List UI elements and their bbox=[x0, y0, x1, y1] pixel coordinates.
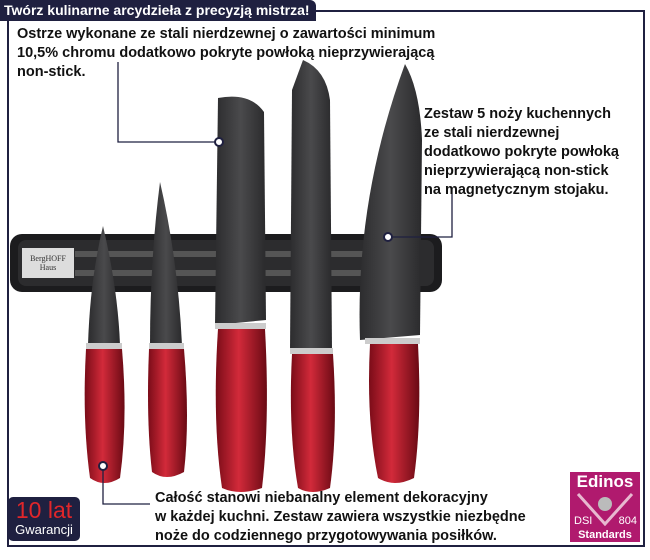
knife-paring bbox=[84, 226, 125, 483]
certificate-standards: Standards bbox=[578, 529, 632, 541]
brand-logo-text: BergHOFF Haus bbox=[30, 254, 66, 272]
brand-logo-plate bbox=[22, 248, 74, 278]
certificate-v-icon bbox=[576, 492, 634, 526]
content-frame bbox=[7, 10, 645, 547]
warranty-years: 10 lat bbox=[15, 497, 73, 523]
warranty-badge: 10 lat Gwarancji bbox=[8, 497, 80, 541]
callout-lines bbox=[102, 62, 453, 505]
certificate-dsi: DSI bbox=[574, 515, 593, 527]
page-title: Twórz kulinarne arcydzieła z precyzją mi… bbox=[0, 0, 316, 21]
knife-chef bbox=[359, 64, 422, 483]
callout-dots bbox=[98, 137, 393, 471]
knife-santoku bbox=[215, 96, 267, 492]
blade-description: Ostrze wykonane ze stali nierdzewnej o z… bbox=[17, 26, 436, 80]
knife-bread bbox=[290, 60, 335, 492]
set-description: Zestaw 5 noży kuchennych ze stali nierdz… bbox=[424, 106, 619, 198]
knife-utility bbox=[148, 182, 187, 477]
certificate-number: 804 bbox=[618, 515, 637, 527]
certificate-title: Edinos bbox=[576, 472, 634, 491]
certificate-badge: Edinos DSI 804 Standards bbox=[570, 472, 640, 542]
warranty-label: Gwarancji bbox=[15, 522, 73, 537]
decor-description: Całość stanowi niebanalny element dekora… bbox=[155, 490, 526, 544]
